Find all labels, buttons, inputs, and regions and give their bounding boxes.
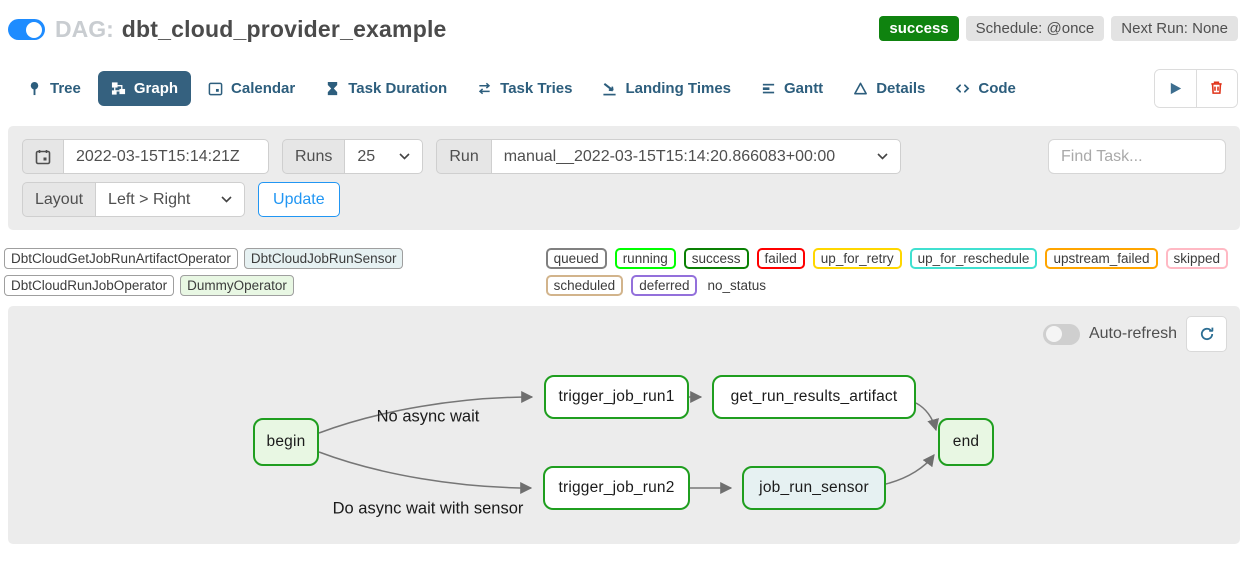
auto-refresh-toggle[interactable] — [1042, 323, 1080, 345]
tab-label: Task Duration — [348, 80, 448, 97]
task-node-begin[interactable]: begin — [253, 418, 319, 466]
task-node-end[interactable]: end — [938, 418, 994, 466]
status-legend-badge: no_status — [707, 278, 767, 293]
status-legend-badge: success — [683, 248, 749, 269]
operator-badge: DummyOperator — [180, 275, 294, 296]
hourglass-icon — [325, 81, 340, 96]
operator-badge: DbtCloudJobRunSensor — [243, 248, 404, 269]
auto-refresh-label: Auto-refresh — [1088, 325, 1177, 342]
tab-task-tries[interactable]: Task Tries — [464, 71, 585, 106]
code-icon — [955, 81, 970, 96]
toggle-knob — [26, 21, 42, 38]
edge-begin-to-trigger_job_run1 — [318, 391, 534, 434]
edge-begin-to-trigger_job_run2 — [318, 451, 533, 494]
dag-pause-toggle[interactable] — [8, 19, 45, 40]
chevron-down-icon — [399, 153, 410, 160]
tree-icon — [27, 81, 42, 96]
dag-edges — [318, 391, 939, 494]
status-legend-badge: scheduled — [545, 275, 624, 296]
dag-graph-panel: begin trigger_job_run1 get_run_results_art… — [8, 306, 1240, 544]
header-badges: success Schedule: @once Next Run: None — [879, 16, 1238, 41]
edge-label: Do async wait with sensor — [332, 499, 524, 518]
layout-select[interactable]: Left > Right — [95, 182, 246, 217]
status-legend-badge: up_for_reschedule — [909, 248, 1038, 269]
num-runs-select[interactable]: 25 — [344, 139, 424, 174]
trigger-dag-button[interactable] — [1155, 70, 1196, 107]
status-legend-badge: deferred — [631, 275, 698, 296]
delete-dag-button[interactable] — [1196, 70, 1237, 107]
dag-run-select[interactable]: manual__2022-03-15T15:14:20.866083+00:00 — [490, 139, 901, 174]
details-icon — [853, 81, 868, 96]
tab-landing-times[interactable]: Landing Times — [589, 71, 744, 106]
trash-icon — [1209, 80, 1226, 97]
base-date-group: 2022-03-15T15:14:21Z — [22, 139, 269, 174]
edge-get_run_results_artifact-to-end — [915, 402, 939, 432]
tab-graph[interactable]: Graph — [97, 71, 192, 106]
next-run-badge: Next Run: None — [1111, 16, 1238, 41]
status-legend-badge: queued — [545, 248, 607, 269]
find-task-input[interactable] — [1048, 139, 1226, 174]
status-legend-badge: failed — [756, 248, 805, 269]
retry-icon — [477, 81, 492, 96]
chevron-down-icon — [221, 196, 232, 203]
tab-details[interactable]: Details — [840, 71, 938, 106]
dag-header: DAG: dbt_cloud_provider_example success … — [0, 0, 1248, 43]
edge-job_run_sensor-to-end — [885, 454, 935, 485]
tab-tree[interactable]: Tree — [14, 71, 94, 106]
run-label: Run — [436, 139, 491, 174]
tab-label: Gantt — [784, 80, 824, 97]
calendar-icon — [208, 81, 223, 96]
layout-group: Layout Left > Right — [22, 182, 246, 217]
base-date-input[interactable]: 2022-03-15T15:14:21Z — [63, 139, 269, 174]
tab-label: Tree — [50, 80, 81, 97]
task-node-trigger_job_run1[interactable]: trigger_job_run1 — [544, 375, 689, 419]
tab-label: Code — [978, 80, 1016, 97]
status-legend-badge: skipped — [1165, 248, 1229, 269]
chevron-down-icon — [877, 153, 888, 160]
toggle-knob — [1045, 326, 1062, 342]
runs-label: Runs — [282, 139, 345, 174]
tab-calendar[interactable]: Calendar — [195, 71, 308, 106]
refresh-icon — [1199, 326, 1215, 342]
dag-actions-group — [1154, 69, 1238, 108]
dag-prefix-label: DAG: — [55, 16, 114, 42]
tab-label: Calendar — [231, 80, 296, 97]
tab-label: Landing Times — [625, 80, 732, 97]
refresh-button[interactable] — [1186, 316, 1227, 352]
run-select-group: Run manual__2022-03-15T15:14:20.866083+0… — [436, 139, 901, 174]
num-runs-group: Runs 25 — [282, 139, 424, 174]
dag-title: dbt_cloud_provider_example — [121, 16, 447, 42]
view-tabbar: Tree Graph Calendar Task Duration Task Tries… — [14, 69, 1238, 108]
tab-label: Graph — [133, 80, 179, 97]
play-icon — [1168, 81, 1184, 97]
graph-filter-panel: 2022-03-15T15:14:21Z Runs 25 Run manual_… — [8, 126, 1240, 230]
tab-label: Details — [876, 80, 926, 97]
layout-label: Layout — [22, 182, 96, 217]
status-legend-badge: up_for_retry — [812, 248, 902, 269]
operator-badge: DbtCloudRunJobOperator — [4, 275, 175, 296]
status-legend-badge: upstream_failed — [1045, 248, 1158, 269]
task-node-trigger_job_run2[interactable]: trigger_job_run2 — [543, 466, 690, 510]
graph-icon — [111, 81, 126, 96]
status-legend-badge: running — [614, 248, 676, 269]
task-node-job_run_sensor[interactable]: job_run_sensor — [742, 466, 886, 510]
tab-label: Task Tries — [500, 80, 573, 97]
auto-refresh-control: Auto-refresh — [1042, 316, 1227, 352]
schedule-badge: Schedule: @once — [965, 16, 1105, 41]
status-legend: queued running success failed up_for_retry up… — [545, 248, 1240, 296]
calendar-icon[interactable] — [22, 139, 63, 174]
tab-code[interactable]: Code — [942, 71, 1029, 106]
tab-gantt[interactable]: Gantt — [748, 71, 836, 106]
edge-label: No async wait — [376, 407, 480, 426]
gantt-icon — [761, 81, 776, 96]
update-button[interactable]: Update — [258, 182, 340, 217]
tab-task-duration[interactable]: Task Duration — [312, 71, 460, 106]
task-node-get_run_results_artifact[interactable]: get_run_results_artifact — [712, 375, 916, 419]
operator-badge: DbtCloudGetJobRunArtifactOperator — [4, 248, 238, 269]
status-badge: success — [879, 16, 959, 41]
landing-icon — [602, 81, 617, 96]
